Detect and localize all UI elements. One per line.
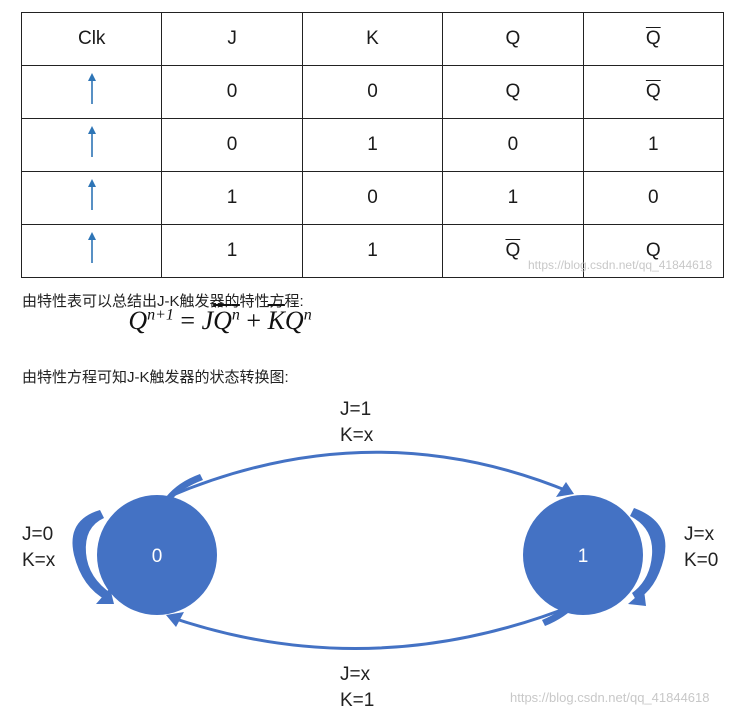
table-row: 0 0 Q Q xyxy=(20,65,725,119)
formula-lhs: Q xyxy=(128,306,148,335)
clk-cell xyxy=(20,65,163,119)
k-cell: 0 xyxy=(301,65,444,119)
clk-cell xyxy=(20,224,163,278)
self-loop-right-arrowhead xyxy=(628,590,646,606)
j-cell: 0 xyxy=(161,65,303,119)
label-j: J=x xyxy=(340,664,371,685)
label-k: K=x xyxy=(22,550,56,571)
state-0-label: 0 xyxy=(152,546,163,567)
transition-arrow-top xyxy=(167,450,571,499)
table-header-row: Clk J K Q Q xyxy=(20,12,725,66)
transition-arrow-bottom xyxy=(169,602,578,650)
self-loop-left xyxy=(72,510,112,600)
rising-edge-arrow-icon xyxy=(87,125,97,165)
transition-arrowhead-top xyxy=(556,482,574,497)
q-bar-cell: 1 xyxy=(582,118,725,172)
state-1-label: 1 xyxy=(578,546,589,567)
q-cell: 0 xyxy=(442,118,584,172)
formula-eq: = xyxy=(173,306,202,335)
transition-label-right: J=x K=0 xyxy=(684,522,718,574)
header-clk: Clk xyxy=(20,12,163,66)
formula-qn-bar: Qn xyxy=(213,306,240,335)
label-k: K=1 xyxy=(340,690,375,711)
formula-q: Q xyxy=(284,306,304,335)
transition-label-left: J=0 K=x xyxy=(22,522,55,574)
self-loop-right xyxy=(630,508,666,600)
self-loop-left-arrowhead xyxy=(96,588,114,604)
j-cell: 1 xyxy=(161,171,303,225)
header-j: J xyxy=(161,12,303,66)
equation-intro-text: 由特性表可以总结出J-K触发器的特性方程: xyxy=(22,293,304,310)
q-bar-cell: 0 xyxy=(582,171,725,225)
rising-edge-arrow-icon xyxy=(87,72,97,112)
truth-table: Clk J K Q Q 0 0 Q Q 0 1 0 1 1 0 1 0 1 1 … xyxy=(20,12,725,278)
state-0-circle xyxy=(97,495,217,615)
formula-lhs-sup: n+1 xyxy=(147,306,174,324)
state-1-circle xyxy=(523,495,643,615)
k-cell: 1 xyxy=(301,224,444,278)
formula-j: J xyxy=(201,306,214,335)
label-j: J=x xyxy=(684,524,715,545)
j-cell: 1 xyxy=(161,224,303,278)
label-j: J=0 xyxy=(22,524,54,545)
transition-arrowhead-bottom xyxy=(166,612,184,627)
transition-label-bottom: J=x K=1 xyxy=(340,662,374,714)
header-q-bar: Q xyxy=(582,12,725,66)
diagram-watermark: https://blog.csdn.net/qq_41844618 xyxy=(510,690,710,705)
characteristic-equation: Qn+1 = JQn + KQn xyxy=(0,306,440,336)
k-cell: 0 xyxy=(301,171,444,225)
formula-q-sup: n xyxy=(303,306,312,324)
rising-edge-arrow-icon xyxy=(87,231,97,271)
table-row: 1 1 Q Q xyxy=(20,224,725,278)
transition-arrow-top-thick xyxy=(166,474,203,499)
transition-label-top: J=1 K=x xyxy=(340,397,373,449)
label-k: K=x xyxy=(340,425,374,446)
diagram-intro-text: 由特性方程可知J-K触发器的状态转换图: xyxy=(22,369,289,386)
clk-cell xyxy=(20,171,163,225)
table-row: 0 1 0 1 xyxy=(20,118,725,172)
rising-edge-arrow-icon xyxy=(87,178,97,218)
q-cell: Q xyxy=(442,224,584,278)
j-cell: 0 xyxy=(161,118,303,172)
label-j: J=1 xyxy=(340,399,372,420)
q-bar-cell: Q xyxy=(582,224,725,278)
label-k: K=0 xyxy=(684,550,719,571)
clk-cell xyxy=(20,118,163,172)
table-row: 1 0 1 0 xyxy=(20,171,725,225)
formula-k-bar: K xyxy=(267,306,285,335)
table-watermark: https://blog.csdn.net/qq_41844618 xyxy=(528,258,713,272)
q-bar-cell: Q xyxy=(582,65,725,119)
formula-plus: + xyxy=(239,306,268,335)
